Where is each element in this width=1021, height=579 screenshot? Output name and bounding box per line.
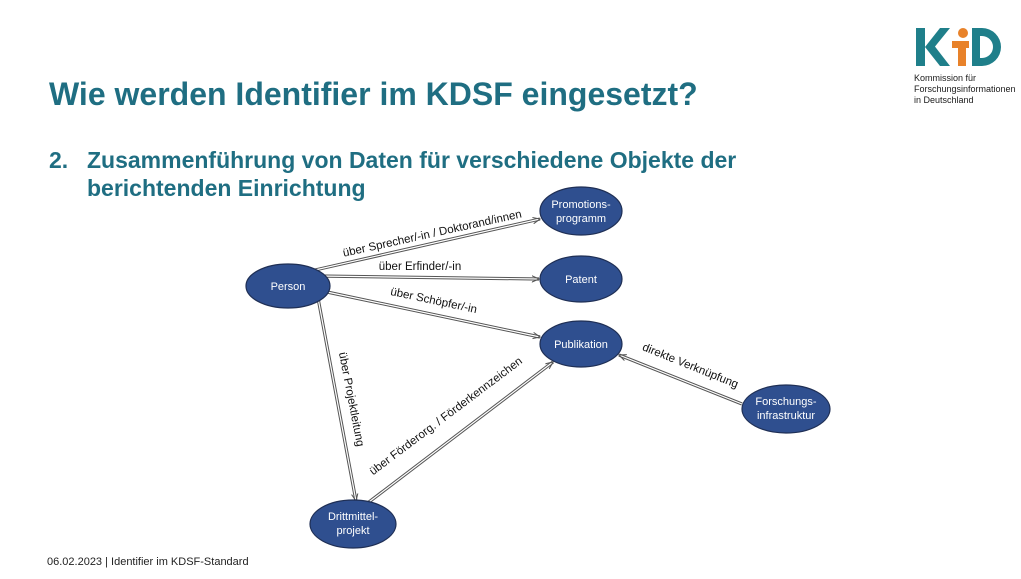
node-patent: Patent [539,255,623,303]
kfid-logo-icon [916,28,1001,66]
node-forschung-label-2: infrastruktur [757,410,815,422]
org-line-2: Forschungsinformationen [914,84,1016,94]
label-person-promotion: über Sprecher/-in / Doktorand/innen [342,208,523,259]
node-publikation: Publikation [539,320,623,368]
label-drittmittel-publikation: über Förderorg. / Förderkennzeichen [368,355,525,478]
edge-forschung-publikation [619,353,743,406]
node-person-label: Person [271,281,306,293]
slide-footer: 06.02.2023 | Identifier im KDSF-Standard [47,556,249,568]
node-promotionsprogramm: Promotions- programm [539,186,623,236]
kfid-logo-mark [914,22,1014,70]
node-drittmittelprojekt: Drittmittel- projekt [309,499,397,549]
slide-subtitle: 2. Zusammenführung von Daten für verschie… [49,146,736,202]
slide-title: Wie werden Identifier im KDSF eingesetzt… [49,76,698,112]
edge-person-patent [317,274,539,279]
edge-person-drittmittel [316,297,356,501]
label-person-publikation: über Schöpfer/-in [389,286,478,316]
label-person-drittmittel: über Projektleitung [336,351,366,447]
label-person-patent: über Erfinder/-in [379,261,461,273]
edge-drittmittel-publikation [364,360,553,507]
node-drittmittel-label-2: projekt [336,525,369,537]
node-person: Person [245,263,331,309]
node-forschungsinfrastruktur: Forschungs- infrastruktur [741,384,831,434]
subtitle-number: 2. [49,147,69,173]
org-line-1: Kommission für [914,73,977,83]
edge-person-publikation [326,290,540,337]
subtitle-line-1: Zusammenführung von Daten für verschiede… [87,147,737,173]
subtitle-line-2: berichtenden Einrichtung [87,175,366,201]
org-line-3: in Deutschland [914,95,974,105]
node-drittmittel-label-1: Drittmittel- [328,511,378,523]
node-forschung-label-1: Forschungs- [755,396,816,408]
node-promotion-label-1: Promotions- [551,199,611,211]
node-patent-label: Patent [565,274,597,286]
edge-person-promotion [314,219,540,272]
node-publikation-label: Publikation [554,339,608,351]
node-promotion-label-2: programm [556,213,606,225]
kfid-logo: Kommission für Forschungsinformationen i… [914,22,1016,106]
kfid-org-name: Kommission für Forschungsinformationen i… [914,73,1016,106]
